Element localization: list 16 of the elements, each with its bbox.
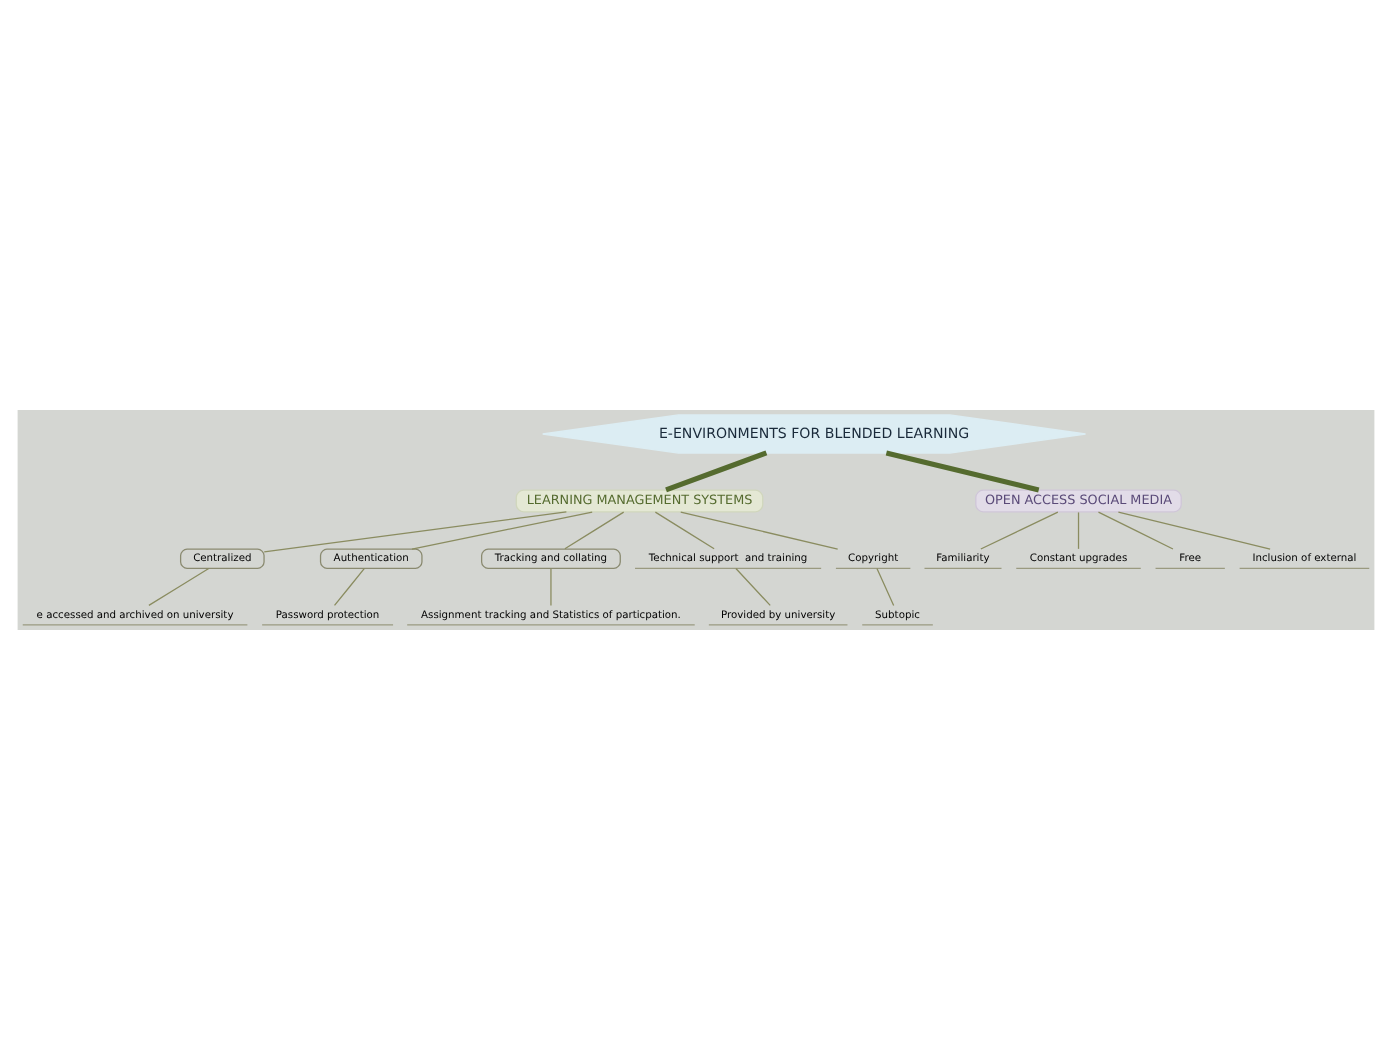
connector bbox=[680, 511, 839, 550]
connector bbox=[411, 511, 593, 550]
connector bbox=[665, 450, 768, 493]
connector bbox=[735, 567, 771, 607]
connector bbox=[550, 567, 552, 607]
connector bbox=[263, 511, 567, 553]
connector bbox=[876, 567, 895, 607]
connector bbox=[980, 511, 1059, 550]
connector bbox=[885, 450, 1040, 493]
connector bbox=[1077, 511, 1080, 550]
connector bbox=[564, 511, 625, 550]
connector bbox=[654, 511, 715, 550]
connector bbox=[1117, 511, 1271, 550]
connector bbox=[333, 567, 366, 607]
connector bbox=[1097, 511, 1174, 550]
connector bbox=[148, 567, 210, 607]
